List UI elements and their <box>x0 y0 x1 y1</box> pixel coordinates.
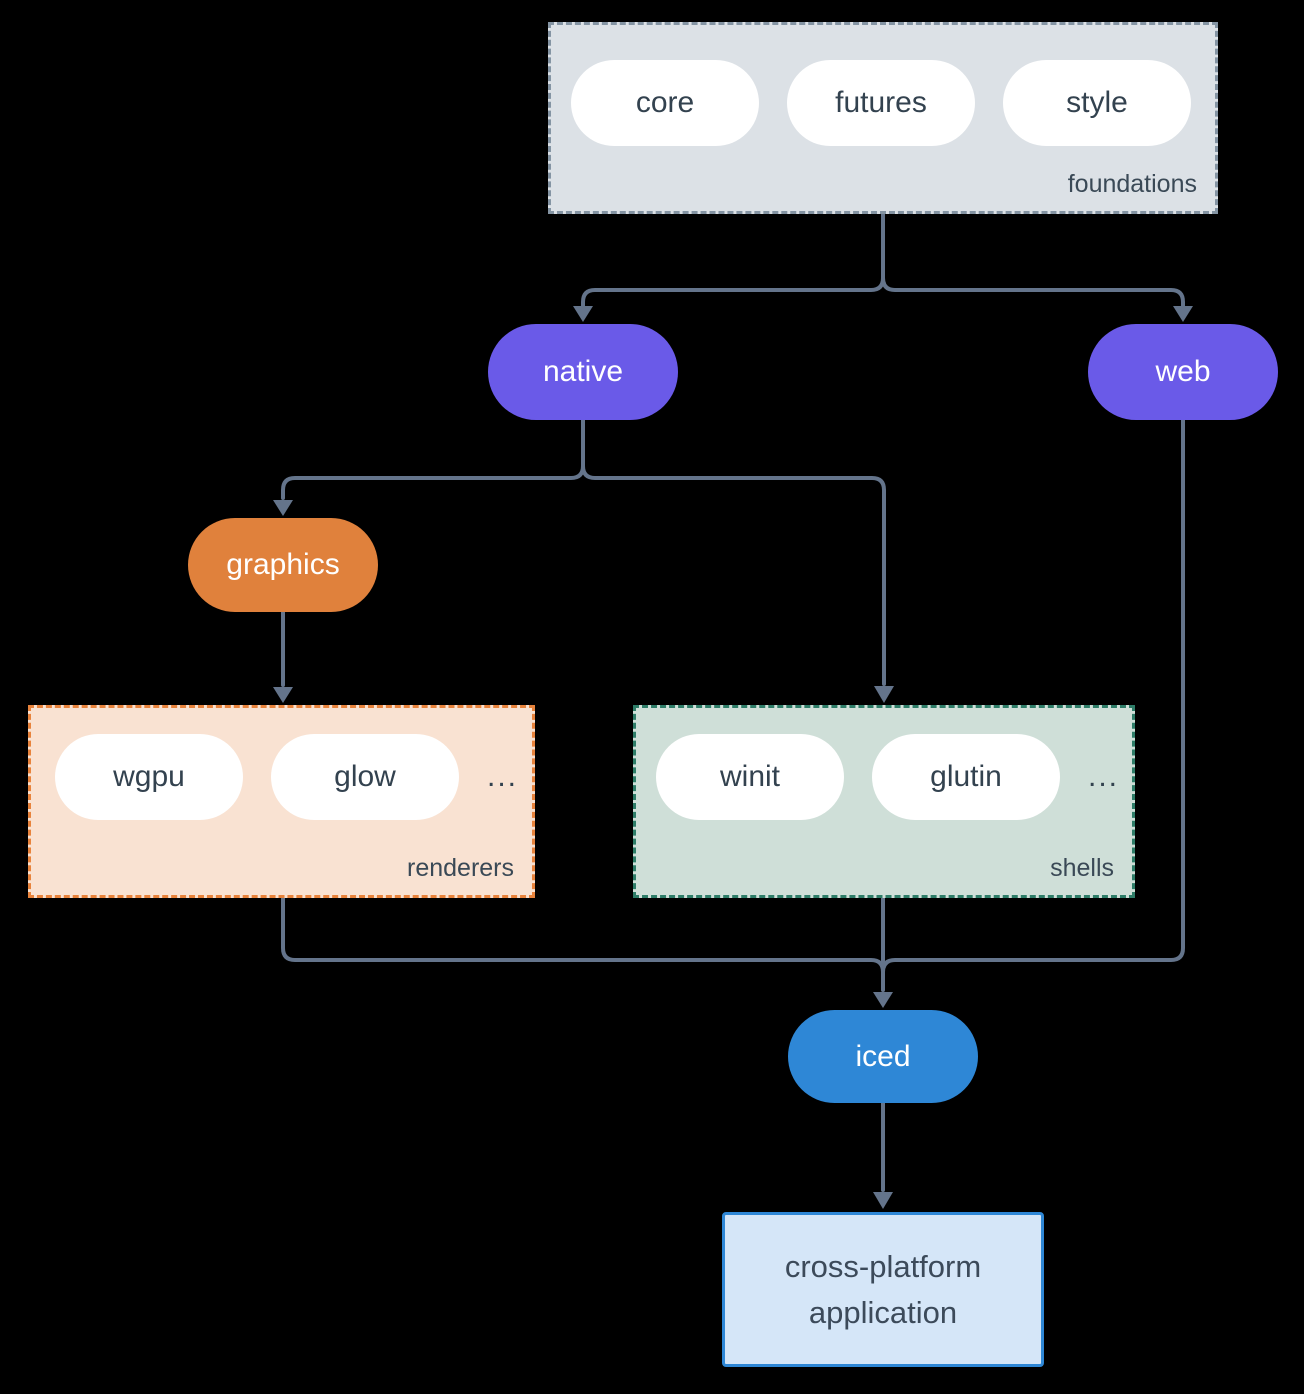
connector-native-graphics <box>281 418 585 500</box>
pill-futures: futures <box>787 60 975 146</box>
arrowhead-graphics <box>273 500 293 516</box>
arrowhead-application <box>873 1192 893 1209</box>
group-shells: winit glutin ... shells <box>633 705 1135 898</box>
foundations-pill-row: core futures style <box>571 60 1191 146</box>
group-renderers: wgpu glow ... renderers <box>28 705 535 898</box>
arrowhead-web <box>1173 306 1193 322</box>
arrowhead-native <box>573 306 593 322</box>
arrowhead-shells <box>874 686 894 703</box>
shells-label: shells <box>1050 854 1114 882</box>
node-web: web <box>1088 324 1278 420</box>
pill-winit: winit <box>656 734 844 820</box>
renderers-pill-row: wgpu glow ... <box>55 734 518 820</box>
pill-wgpu: wgpu <box>55 734 243 820</box>
pill-glow: glow <box>271 734 459 820</box>
shells-pill-row: winit glutin ... <box>656 734 1119 820</box>
connector-native-shells <box>581 464 886 686</box>
foundations-label: foundations <box>1067 170 1197 198</box>
node-cross-platform-application: cross-platform application <box>722 1212 1044 1367</box>
connector-foundations-native <box>581 212 885 308</box>
node-iced: iced <box>788 1010 978 1103</box>
shells-ellipsis: ... <box>1088 760 1120 793</box>
node-native: native <box>488 324 678 420</box>
renderers-label: renderers <box>407 854 514 882</box>
arrowhead-renderers <box>273 687 293 703</box>
connector-foundations-web <box>881 276 1185 308</box>
application-label-line2: application <box>808 1294 958 1330</box>
pill-style: style <box>1003 60 1191 146</box>
application-label-line1: cross-platform <box>784 1248 982 1284</box>
node-graphics: graphics <box>188 518 378 612</box>
pill-core: core <box>571 60 759 146</box>
renderers-ellipsis: ... <box>487 760 519 793</box>
connector-renderers-iced <box>281 896 885 974</box>
arrowhead-iced <box>873 992 893 1008</box>
pill-glutin: glutin <box>872 734 1060 820</box>
group-foundations: core futures style foundations <box>548 22 1218 214</box>
